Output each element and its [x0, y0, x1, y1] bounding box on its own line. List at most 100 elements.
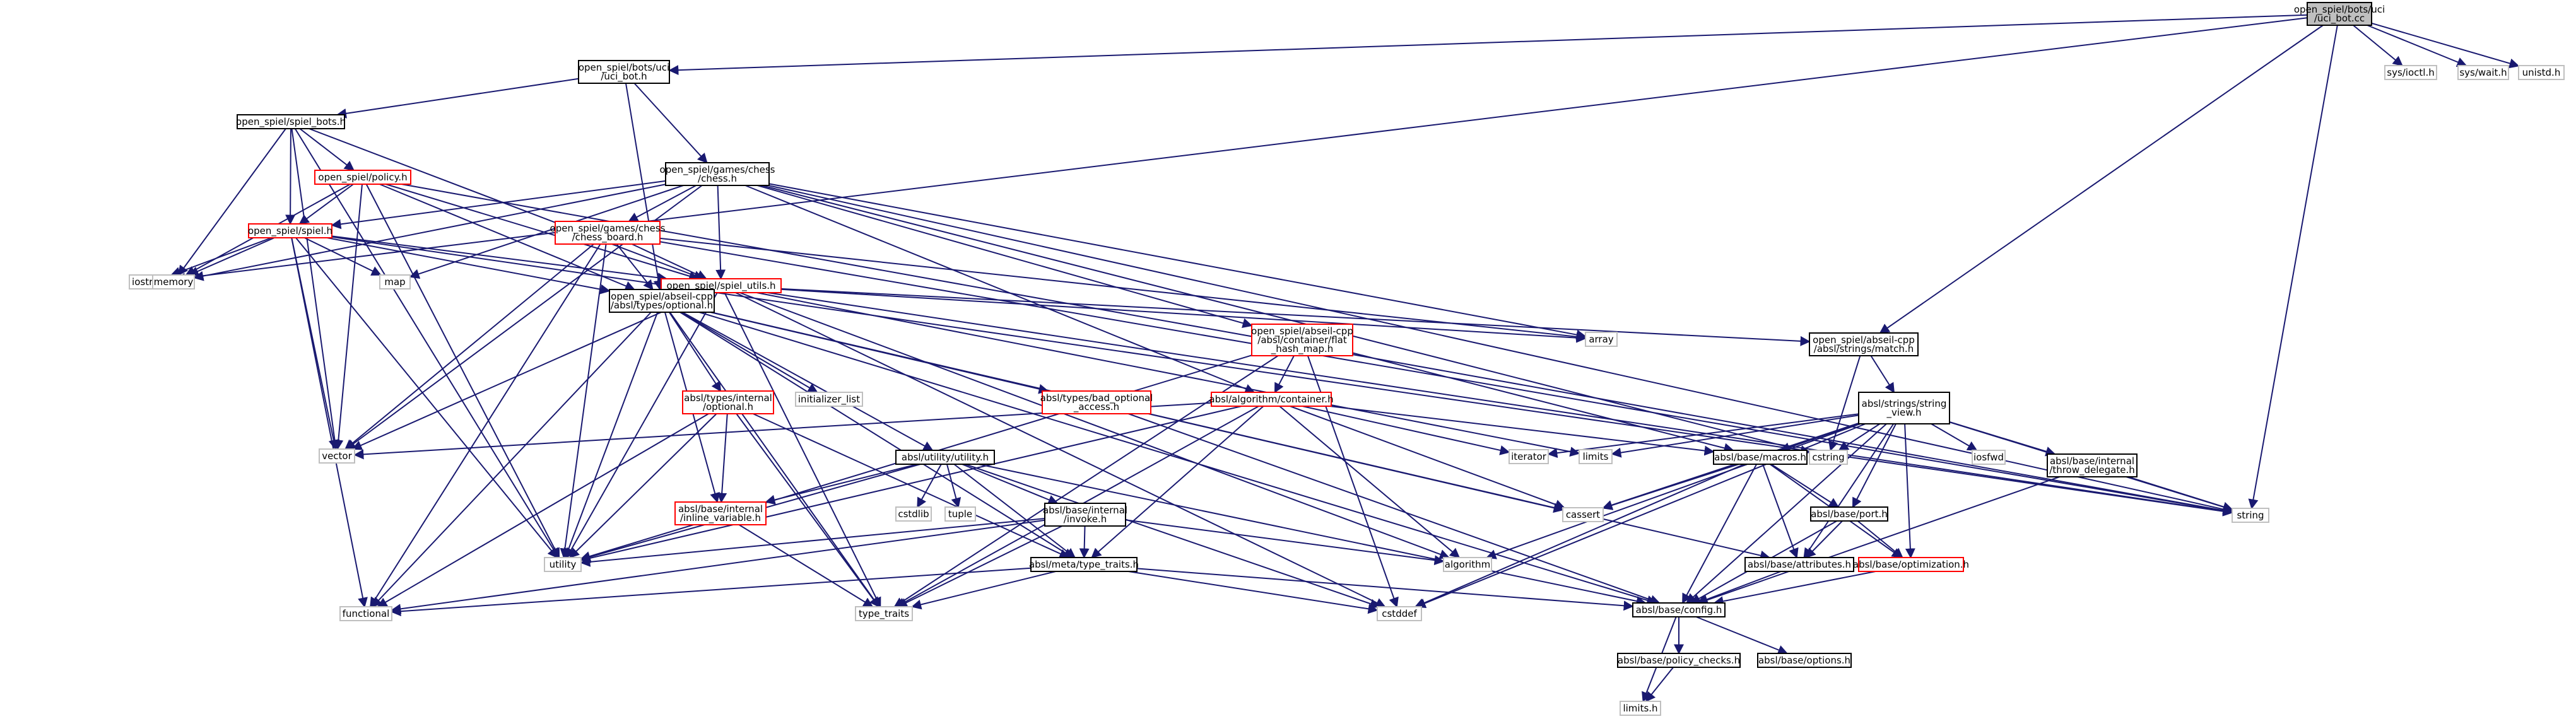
node-box	[319, 448, 355, 464]
edge-policy_h-to-vector	[333, 184, 363, 450]
node-box	[1744, 557, 1854, 572]
node-chess-h[interactable]: open_spiel/games/chess/chess.h	[660, 162, 775, 186]
node-chess-board-h[interactable]: open_spiel/games/chess/chess_board.h	[550, 221, 666, 245]
node-throw-delegate-h[interactable]: absl/base/internal/throw_delegate.h	[2047, 453, 2138, 477]
node-internal-optional-h[interactable]: absl/types/internal/optional.h	[682, 390, 774, 414]
edge-uci_bot_h-to-chess_h	[633, 83, 708, 164]
node-map[interactable]: map	[379, 274, 411, 289]
node-algorithm[interactable]: algorithm	[1443, 557, 1492, 572]
node-string-view-h[interactable]: absl/strings/string_view.h	[1858, 392, 1950, 424]
node-label-line: open_spiel/games/chess	[550, 223, 666, 235]
edge-match_h-to-string_view_h	[1870, 355, 1895, 394]
node-sys-wait-h[interactable]: sys/wait.h	[2457, 65, 2509, 80]
node-policy-checks-h[interactable]: absl/base/policy_checks.h	[1617, 653, 1741, 668]
node-utility[interactable]: utility	[544, 557, 582, 572]
node-label-line: /absl/strings/match.h	[1814, 343, 1914, 354]
node-uci-bot-h[interactable]: open_spiel/bots/uci/uci_bot.h	[578, 60, 670, 84]
node-sys-ioctl-h[interactable]: sys/ioctl.h	[2384, 65, 2437, 80]
node-config-h[interactable]: absl/base/config.h	[1632, 602, 1726, 617]
edge-spiel_utils_h-to-cstddef	[735, 292, 1386, 607]
node-box	[795, 392, 863, 407]
edge-invoke_h-to-utility	[580, 518, 1045, 567]
edge-string_view_h-to-optimization_h	[1904, 423, 1915, 559]
node-limits[interactable]: limits	[1579, 449, 1613, 464]
node-box	[1810, 506, 1888, 522]
node-label-line: string	[2237, 510, 2264, 521]
node-label-line: vector	[322, 450, 352, 462]
edge-chess_h-to-memory	[193, 184, 666, 281]
node-box	[2232, 508, 2269, 523]
node-box	[609, 289, 715, 313]
node-algorithm-container-h[interactable]: absl/algorithm/container.h	[1209, 392, 1334, 407]
node-cassert[interactable]: cassert	[1562, 507, 1604, 522]
node-policy-h[interactable]: open_spiel/policy.h	[314, 170, 411, 185]
edge-utility_h-to-inline_variable_h	[765, 464, 918, 505]
node-attributes-h[interactable]: absl/base/attributes.h	[1744, 557, 1854, 572]
node-unistd-h[interactable]: unistd.h	[2518, 65, 2565, 80]
node-type-traits[interactable]: type_traits	[855, 606, 913, 621]
node-box	[665, 162, 770, 186]
node-port-h[interactable]: absl/base/port.h	[1810, 506, 1888, 522]
node-layer: open_spiel/bots/uci/uci_bot.cc open_spiel…	[129, 2, 2565, 716]
node-tuple[interactable]: tuple	[944, 506, 976, 522]
edge-type_traits_h-to-type_traits	[911, 571, 1056, 610]
edge-algorithm_container_h-to-macros_h	[1329, 406, 1715, 456]
edge-layer	[170, 14, 2520, 703]
edge-spiel_utils_h-to-array	[780, 288, 1587, 343]
edge-spiel_h-to-spiel_utils_h	[331, 235, 668, 283]
node-cstddef[interactable]: cstddef	[1377, 606, 1422, 621]
edge-policy_h-to-spiel_h	[298, 184, 354, 225]
edge-spiel_bots_h-to-spiel_utils_h	[309, 128, 704, 281]
node-functional[interactable]: functional	[339, 606, 392, 621]
edge-spiel_utils_h-to-algorithm	[739, 292, 1450, 559]
edge-optional_h-to-functional	[372, 312, 652, 608]
node-cstdlib[interactable]: cstdlib	[895, 506, 932, 522]
node-array[interactable]: array	[1585, 332, 1618, 347]
node-bad-optional-access-h[interactable]: absl/types/bad_optional_access.h	[1040, 390, 1153, 414]
node-macros-h[interactable]: absl/base/macros.h	[1713, 450, 1808, 465]
node-inline-variable-h[interactable]: absl/base/internal/inline_variable.h	[674, 501, 767, 525]
node-initializer-list[interactable]: initializer_list	[795, 392, 863, 407]
node-match-h[interactable]: open_spiel/abseil-cpp/absl/strings/match…	[1809, 332, 1919, 356]
node-iosfwd[interactable]: iosfwd	[1972, 450, 2006, 465]
edge-uci_bot_cc-to-sys_ioctl_h	[2353, 25, 2403, 67]
node-label-line: cassert	[1566, 509, 1600, 520]
node-memory[interactable]: memory	[152, 274, 195, 289]
node-uci-bot-cc[interactable]: open_spiel/bots/uci/uci_bot.cc	[2294, 2, 2385, 26]
node-string[interactable]: string	[2232, 508, 2269, 523]
node-utility-h[interactable]: absl/utility/utility.h	[895, 450, 995, 465]
node-box	[379, 274, 411, 289]
edge-throw_delegate_h-to-config_h	[1697, 476, 2060, 605]
edge-port_h-to-optimization_h	[1857, 520, 1903, 559]
edge-string_view_h-to-iosfwd	[1931, 423, 1978, 451]
node-box	[1632, 602, 1726, 617]
node-options-h[interactable]: absl/base/options.h	[1757, 653, 1852, 668]
node-box	[1757, 653, 1852, 668]
node-optimization-h[interactable]: absl/base/optimization.h	[1853, 557, 1969, 572]
node-label-line: /chess.h	[698, 173, 737, 184]
edge-port_h-to-attributes_h	[1805, 520, 1843, 559]
edge-string_view_h-to-limits	[1611, 414, 1859, 458]
edge-optional_h-to-type_traits	[669, 312, 880, 608]
node-box	[248, 223, 332, 238]
node-spiel-h[interactable]: open_spiel/spiel.h	[248, 223, 332, 238]
edge-uci_bot_cc-to-sys_wait_h	[2367, 25, 2467, 67]
node-optional-h[interactable]: open_spiel/abseil-cpp/absl/types/optiona…	[609, 289, 715, 313]
edge-chess_h-to-cstring	[762, 185, 1811, 455]
node-limits-h[interactable]: limits.h	[1620, 701, 1661, 716]
edge-uci_bot_cc-to-string	[2248, 25, 2338, 510]
node-box	[1620, 701, 1661, 716]
node-cstring[interactable]: cstring	[1809, 450, 1848, 465]
edge-policy_checks_h-to-limits_h	[1645, 667, 1674, 703]
node-vector[interactable]: vector	[319, 448, 355, 464]
node-type-traits-h[interactable]: absl/meta/type_traits.h	[1029, 557, 1139, 572]
node-box	[1858, 557, 1964, 572]
node-box	[1251, 324, 1353, 356]
edge-uci_bot_cc-to-uci_bot_h	[668, 14, 2308, 76]
edge-spiel_h-to-utility	[295, 237, 558, 559]
node-iterator[interactable]: iterator	[1509, 449, 1549, 464]
node-spiel-bots-h[interactable]: open_spiel/spiel_bots.h	[236, 114, 346, 129]
node-flat-hash-map-h[interactable]: open_spiel/abseil-cpp/absl/container/fla…	[1251, 324, 1353, 356]
node-invoke-h[interactable]: absl/base/internal/invoke.h	[1043, 503, 1127, 527]
